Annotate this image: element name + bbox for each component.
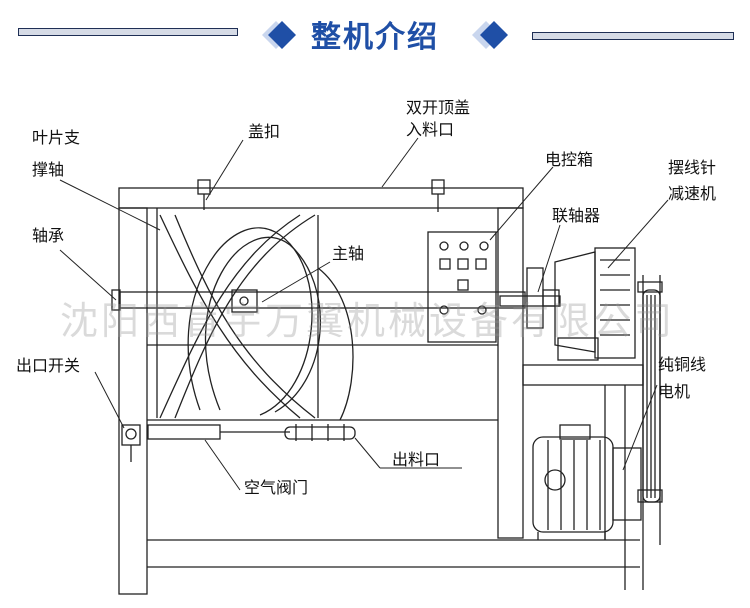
diamond-icon — [480, 21, 508, 49]
label-blade-support-1: 叶片支 — [32, 128, 81, 147]
ribbon-blade — [159, 214, 301, 419]
label-copper-motor-1: 纯铜线 — [658, 355, 707, 374]
label-copper-motor-2: 电机 — [658, 382, 691, 401]
shaft-hub-center — [239, 296, 249, 306]
label-double-lid-2: 入料口 — [406, 120, 455, 139]
ribbon-tail — [317, 267, 354, 421]
control-box — [427, 231, 497, 343]
frame-right-post — [497, 207, 524, 539]
ribbon-outer — [204, 236, 321, 413]
watermark: 沈阳西盲宇万翼机械设备有限公司 — [60, 299, 676, 343]
label-main-shaft: 主轴 — [332, 244, 365, 263]
leader-lines — [59, 137, 669, 491]
header-diamonds — [262, 21, 508, 49]
frame-top-beam — [118, 187, 524, 209]
cover-buckle-left — [197, 179, 211, 210]
label-swing-reducer-2: 减速机 — [668, 184, 717, 203]
header-bar-left — [18, 28, 238, 36]
label-swing-reducer-1: 摆线针 — [668, 158, 717, 177]
frame-left-post — [118, 207, 148, 595]
label-double-lid-1: 双开顶盖 — [406, 98, 471, 117]
copper-motor — [532, 424, 642, 540]
page-title: 整机介绍 — [311, 20, 439, 55]
header-bar-right — [532, 32, 734, 40]
shaft-hub — [231, 289, 258, 313]
bearing — [111, 289, 121, 311]
outlet-switch — [121, 424, 141, 462]
label-blade-support-2: 撑轴 — [32, 160, 65, 179]
label-air-valve: 空气阀门 — [244, 478, 309, 497]
label-bearing: 轴承 — [32, 226, 65, 245]
ribbon-outer — [187, 227, 313, 416]
ribbon-blade — [174, 214, 316, 419]
label-control-box: 电控箱 — [545, 150, 594, 169]
label-outlet-switch: 出口开关 — [16, 356, 81, 375]
diamond-icon — [268, 21, 296, 49]
motor-stand — [522, 364, 644, 386]
label-coupling: 联轴器 — [552, 206, 601, 225]
label-discharge-port: 出料口 — [392, 450, 441, 469]
cover-buckle-right — [431, 179, 445, 212]
ribbon-blade — [174, 214, 316, 419]
ribbon-blade — [159, 214, 301, 419]
air-valve — [147, 424, 356, 441]
label-cover-buckle: 盖扣 — [248, 122, 281, 141]
shaft-extension — [499, 295, 561, 307]
